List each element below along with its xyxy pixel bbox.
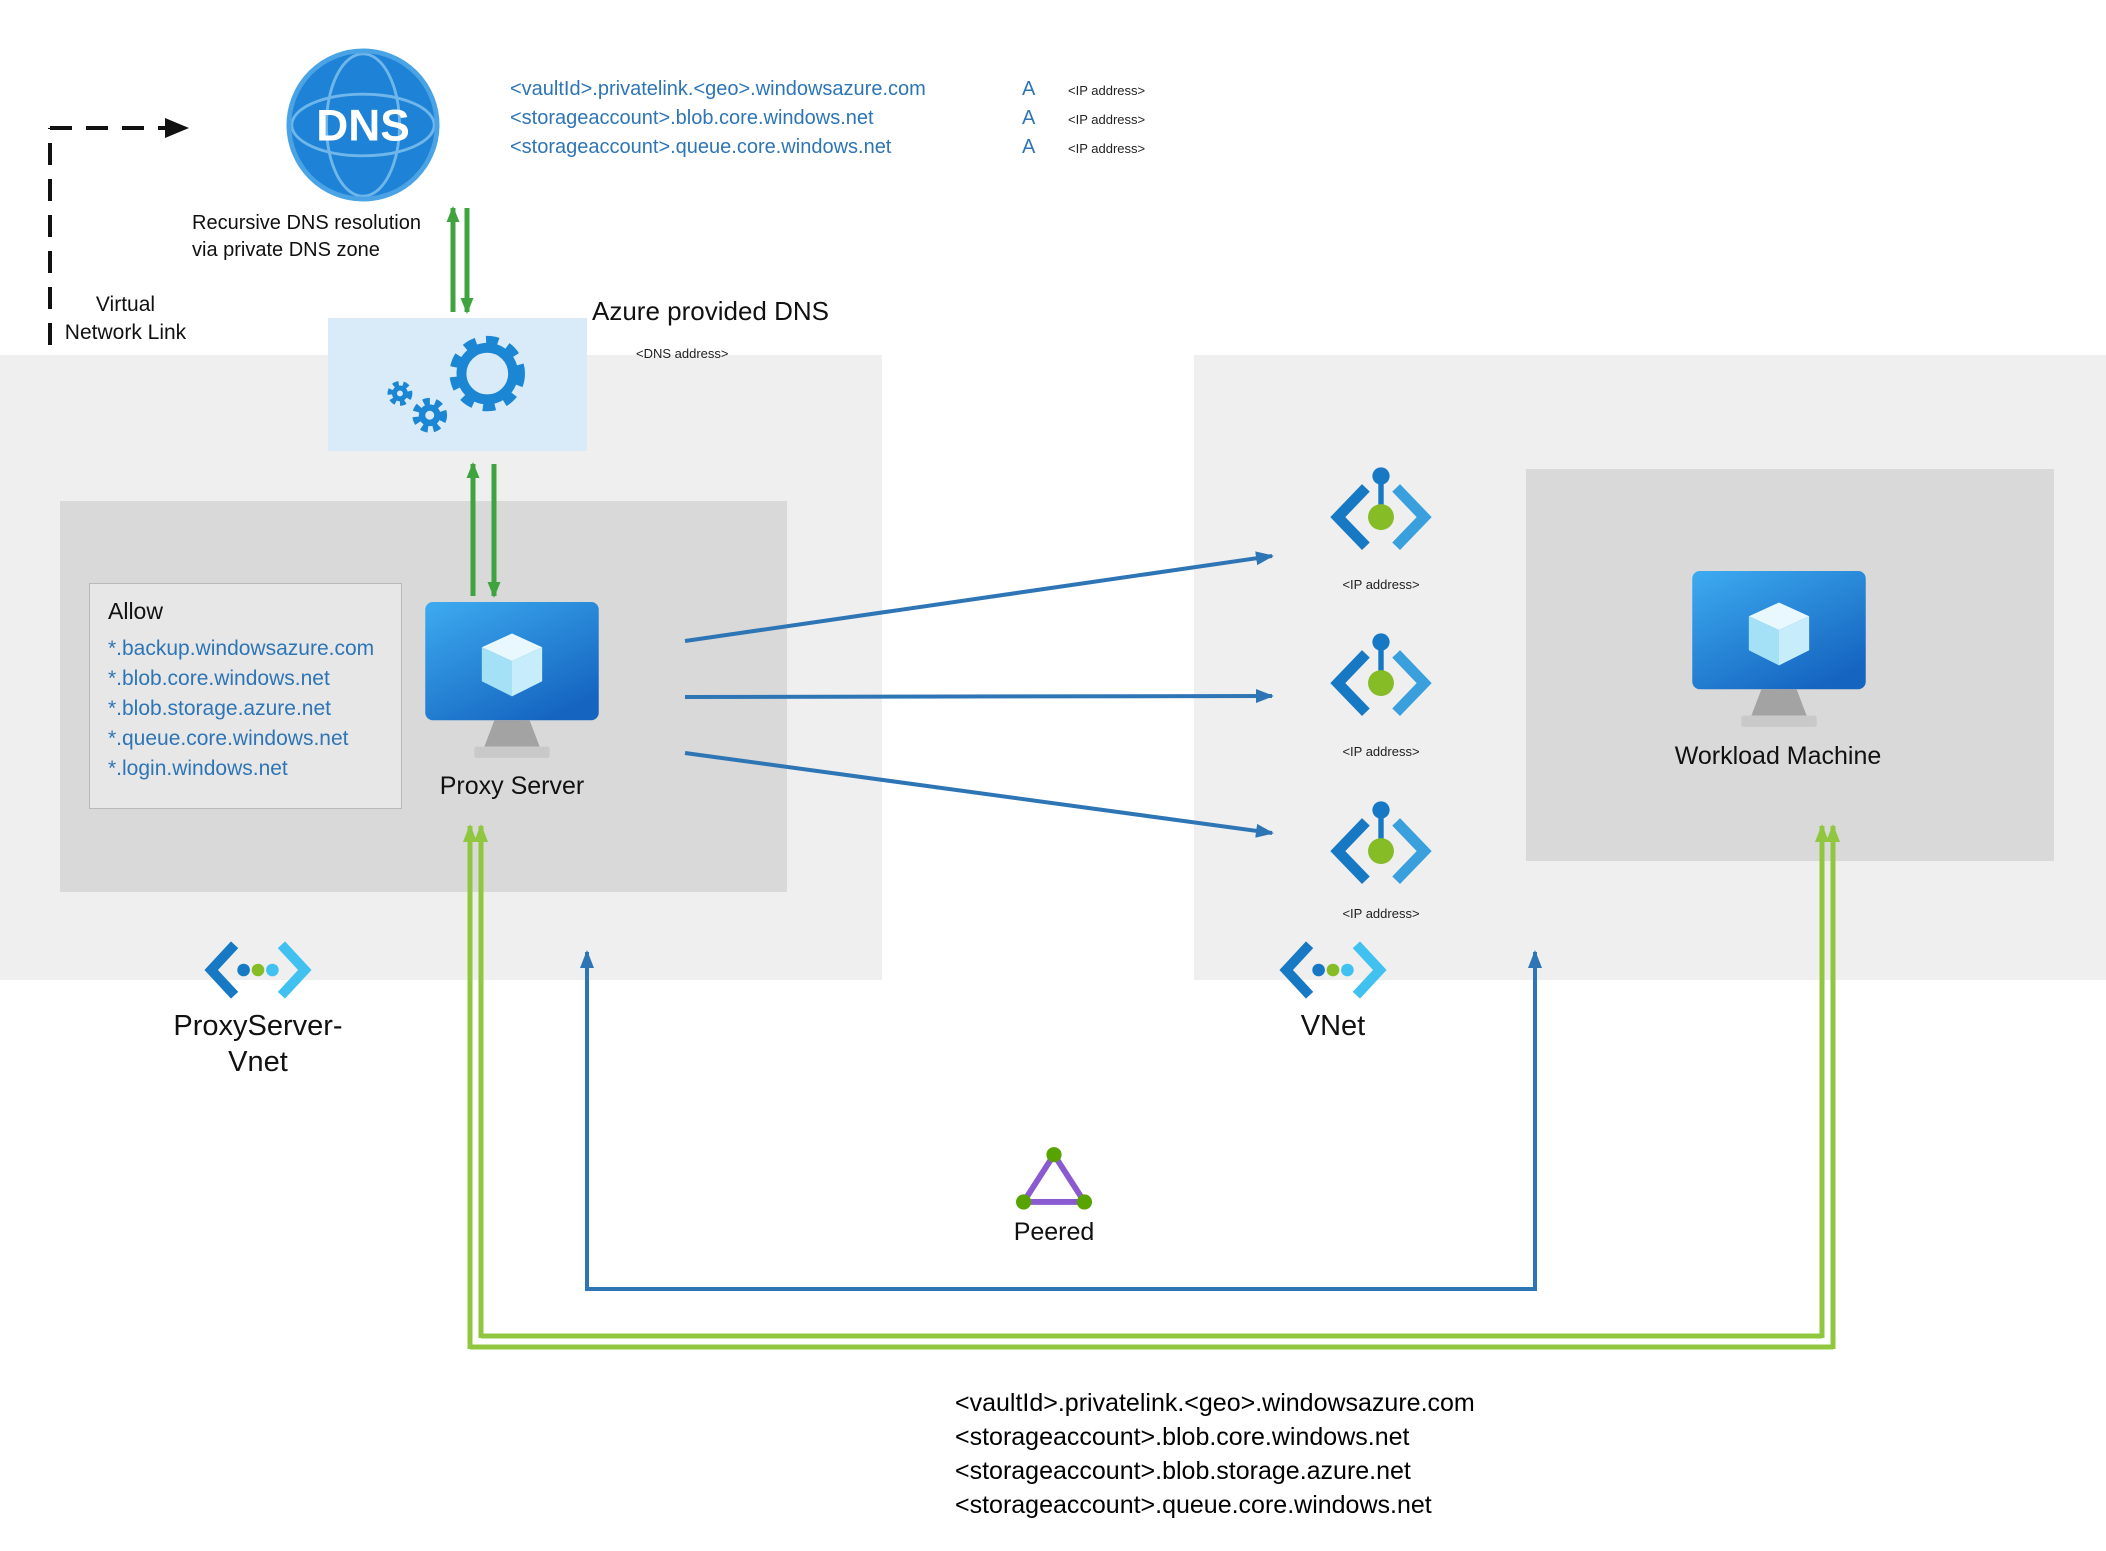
- private-endpoint-icon: [1327, 462, 1435, 570]
- footer-domain: <storageaccount>.blob.storage.azure.net: [955, 1457, 1411, 1485]
- gears-icon: [387, 335, 525, 433]
- azure-dns-label: Azure provided DNS: [592, 296, 829, 326]
- proxy-server-icon: [424, 600, 600, 765]
- azure-dns-address: <DNS address>: [636, 346, 729, 361]
- peered-label: Peered: [1013, 1218, 1095, 1246]
- proxy-vnet-icon: [204, 940, 312, 1002]
- footer-domain: <storageaccount>.blob.core.windows.net: [955, 1423, 1410, 1451]
- azure-dns-icon: [328, 318, 587, 451]
- record-name: <storageaccount>.blob.core.windows.net: [510, 107, 874, 129]
- vnet-label: VNet: [1300, 1010, 1366, 1042]
- footer-domain: <vaultId>.privatelink.<geo>.windowsazure…: [955, 1389, 1475, 1417]
- endpoint-ip-label: <IP address>: [1342, 744, 1420, 759]
- recursive-dns-note: Recursive DNS resolution via private DNS…: [192, 212, 421, 261]
- allow-list-box: Allow *.backup.windowsazure.com *.blob.c…: [89, 583, 402, 809]
- record-type: A: [1022, 136, 1036, 158]
- workload-machine-label: Workload Machine: [1674, 742, 1882, 770]
- allow-title: Allow: [108, 598, 163, 624]
- dns-record-table: <vaultId>.privatelink.<geo>.windowsazure…: [510, 78, 1145, 165]
- record-type: A: [1022, 107, 1036, 129]
- allow-item: *.login.windows.net: [108, 757, 288, 780]
- record-type: A: [1022, 78, 1036, 100]
- virtual-network-link-label: Virtual Network Link: [64, 293, 187, 344]
- allow-item: *.blob.storage.azure.net: [108, 697, 331, 720]
- proxy-server-label: Proxy Server: [439, 772, 585, 800]
- proxy-vnet-label: ProxyServer- Vnet: [173, 1010, 343, 1078]
- dns-icon-text: DNS: [316, 101, 409, 150]
- footer-domain-list: <vaultId>.privatelink.<geo>.windowsazure…: [955, 1386, 1475, 1522]
- footer-domain: <storageaccount>.queue.core.windows.net: [955, 1491, 1432, 1519]
- dns-server-icon: DNS: [286, 48, 440, 202]
- allow-item: *.queue.core.windows.net: [108, 727, 349, 750]
- allow-item: *.backup.windowsazure.com: [108, 637, 375, 660]
- record-ip: <IP address>: [1068, 83, 1146, 98]
- dns-record-row: <storageaccount>.queue.core.windows.net …: [510, 136, 1145, 165]
- workload-machine-icon: [1691, 569, 1867, 734]
- dns-record-row: <storageaccount>.blob.core.windows.net A…: [510, 107, 1145, 136]
- private-endpoint-icon: [1327, 796, 1435, 904]
- endpoint-ip-label: <IP address>: [1342, 906, 1420, 921]
- vnet-icon: [1279, 940, 1387, 1002]
- dns-record-row: <vaultId>.privatelink.<geo>.windowsazure…: [510, 78, 1145, 107]
- record-ip: <IP address>: [1068, 141, 1146, 156]
- endpoint-ip-label: <IP address>: [1342, 577, 1420, 592]
- allow-item: *.blob.core.windows.net: [108, 667, 330, 690]
- peering-icon: [1016, 1146, 1092, 1216]
- record-name: <vaultId>.privatelink.<geo>.windowsazure…: [510, 78, 926, 100]
- private-endpoint-icon: [1327, 628, 1435, 736]
- record-ip: <IP address>: [1068, 112, 1146, 127]
- record-name: <storageaccount>.queue.core.windows.net: [510, 136, 892, 158]
